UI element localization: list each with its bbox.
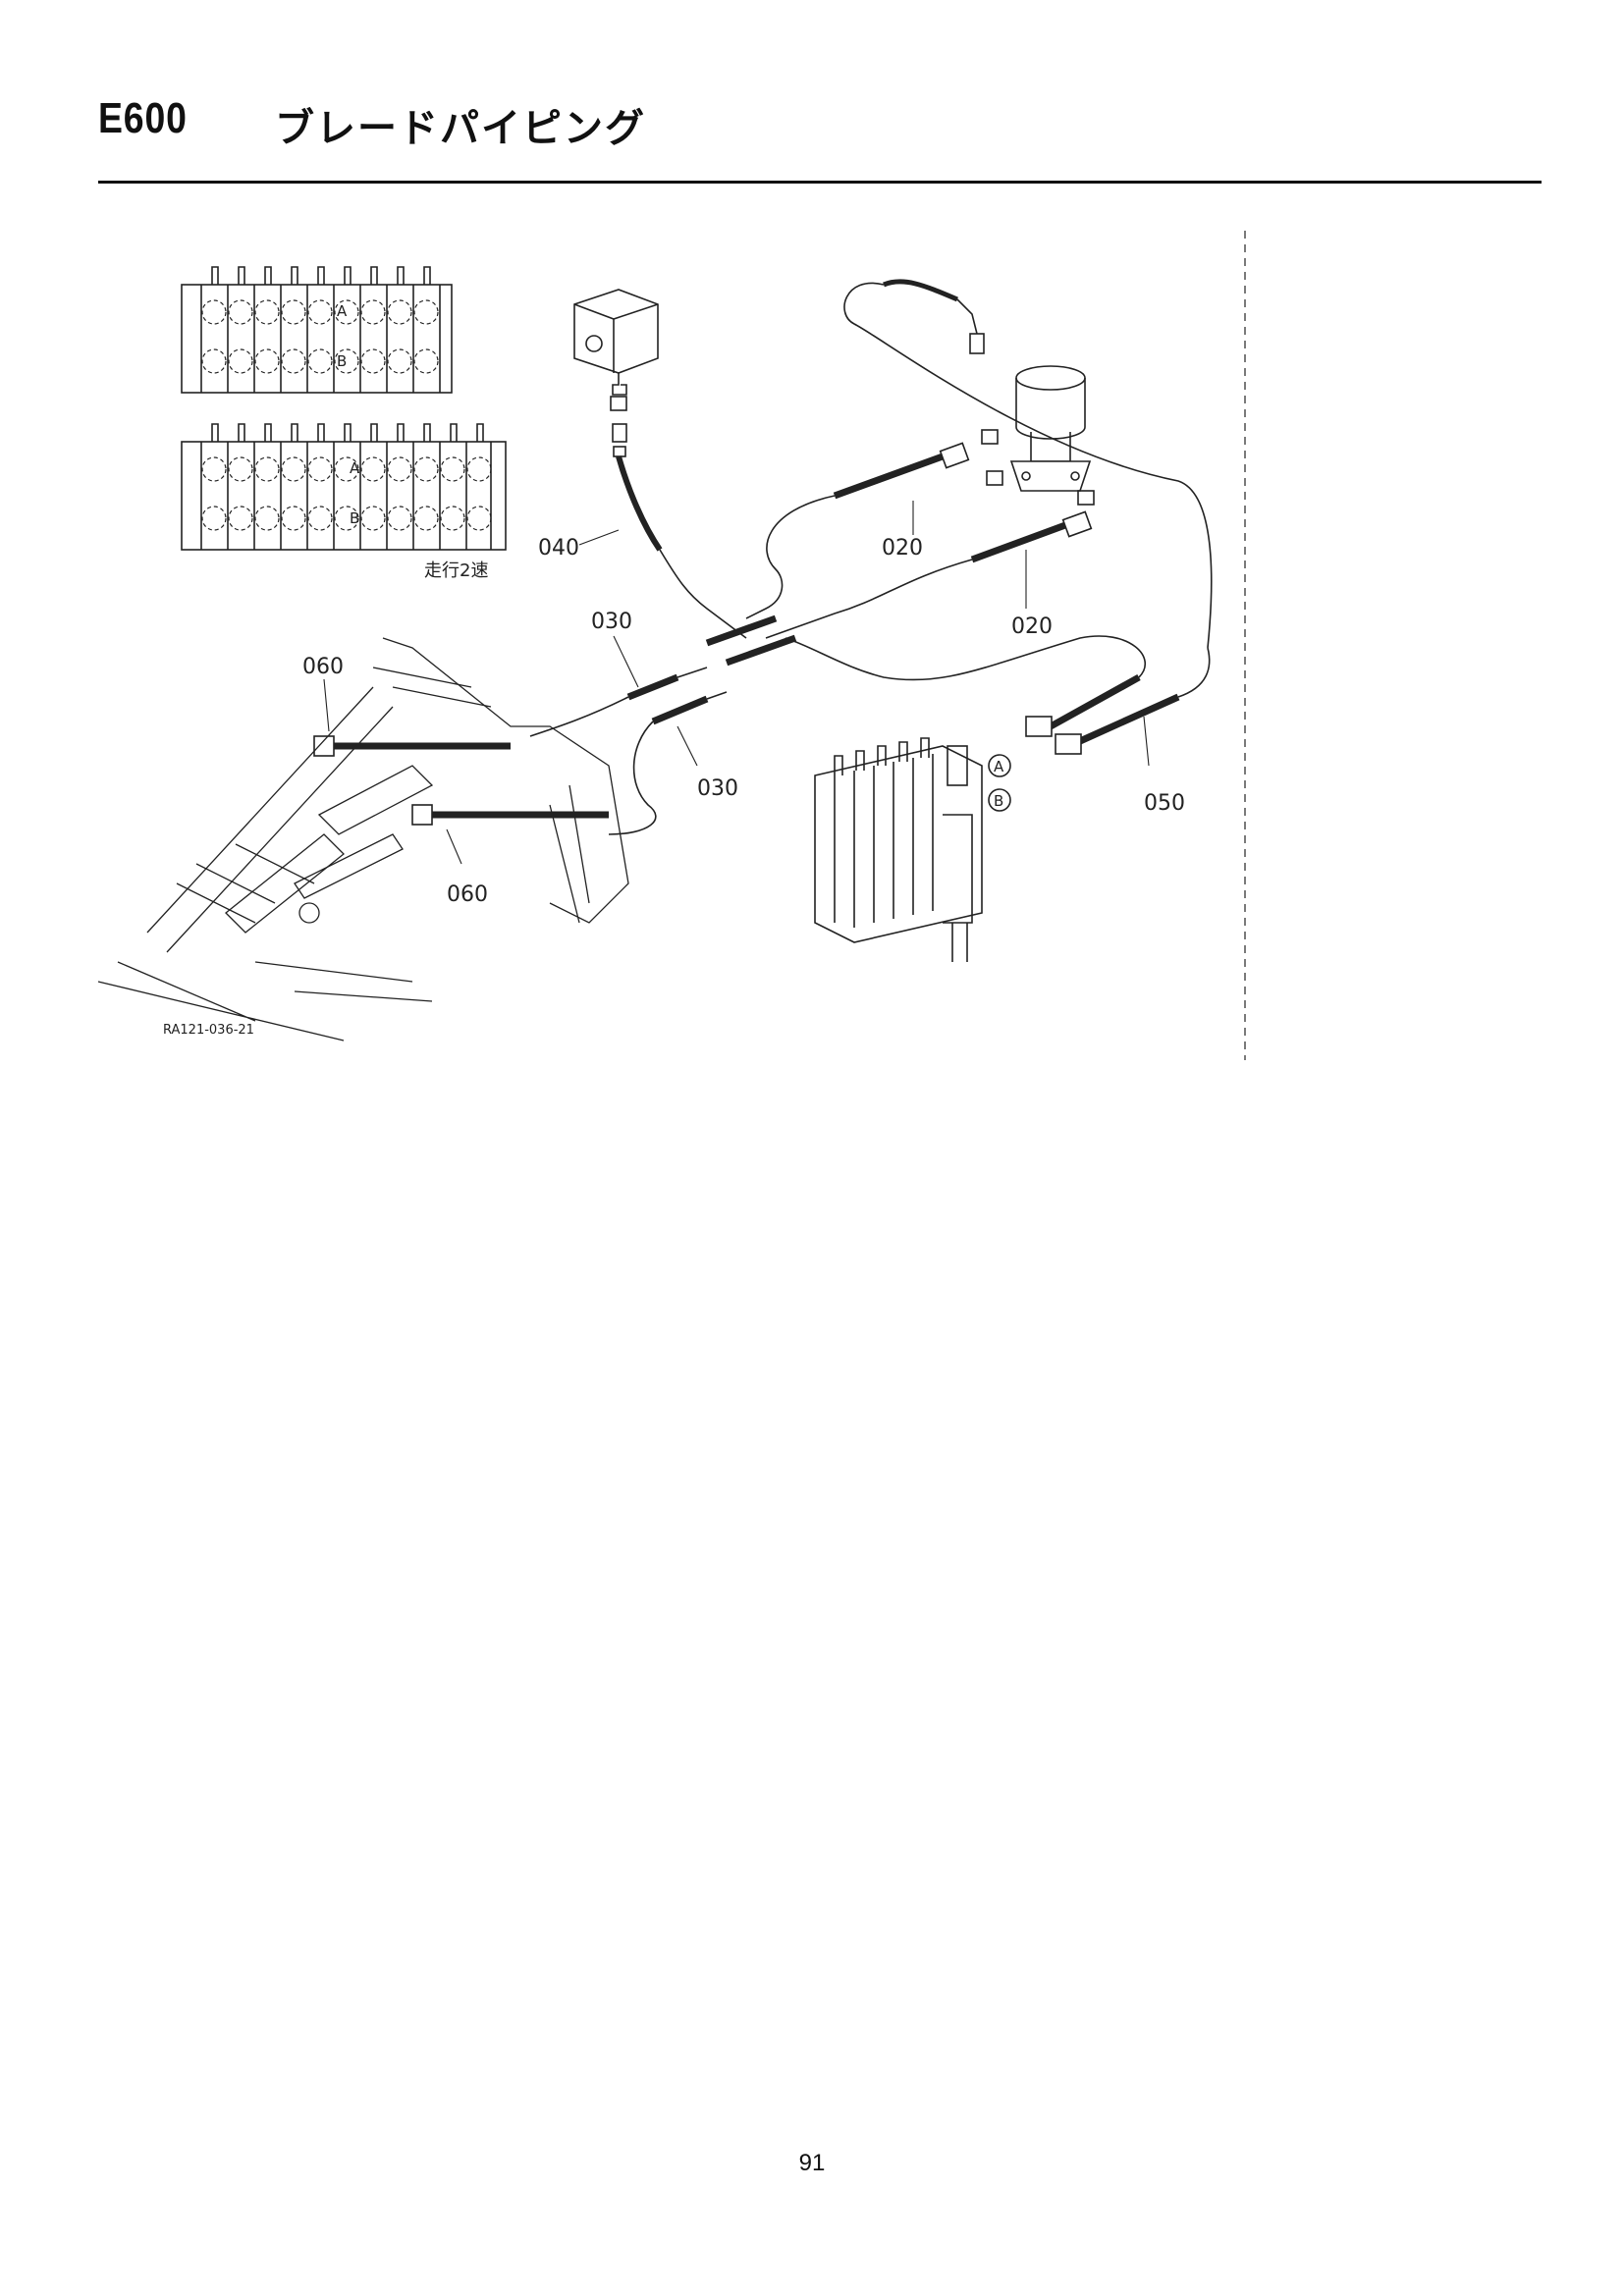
port-a-callout xyxy=(988,754,1011,777)
part-020-upper-label: 020 xyxy=(882,536,923,561)
part-060-lower-label: 060 xyxy=(447,882,488,907)
section-title: ブレードパイピング xyxy=(275,106,646,151)
hose-020-lower xyxy=(765,510,1093,639)
control-valve-inset-top xyxy=(181,266,453,394)
blade-cylinder-frame xyxy=(97,637,629,1041)
part-060-upper-label: 060 xyxy=(302,655,344,679)
leader-lines xyxy=(323,501,1150,865)
blade-piping-diagram: A B A B 走行2速 040 020 020 030 030 060 060… xyxy=(97,231,1246,1060)
port-b-label: B xyxy=(994,792,1003,810)
port-b-callout xyxy=(988,788,1011,812)
page-number: 91 xyxy=(798,2150,826,2176)
port-a-label: A xyxy=(994,758,1004,775)
travel-note: 走行2速 xyxy=(424,561,488,581)
header-rule xyxy=(98,181,1542,184)
hose-040 xyxy=(616,455,747,639)
section-code: E600 xyxy=(98,94,188,142)
part-030-upper-label: 030 xyxy=(591,610,632,634)
return-hose-loop xyxy=(843,279,1213,649)
valve-label-b-lower: B xyxy=(350,509,359,527)
connectors-060 xyxy=(313,735,609,826)
page-header: E600 ブレードパイピング xyxy=(98,94,1542,153)
part-020-lower-label: 020 xyxy=(1011,614,1053,639)
control-valve-stack xyxy=(814,737,983,962)
control-valve-inset-bottom xyxy=(181,423,507,551)
swivel-joint xyxy=(981,365,1095,506)
hose-020-upper xyxy=(745,442,970,619)
part-040-label: 040 xyxy=(538,536,579,561)
drawing-code: RA121-036-21 xyxy=(163,1023,254,1038)
valve-label-a-lower: A xyxy=(350,459,360,477)
valve-label-a: A xyxy=(337,302,348,320)
part-030-lower-label: 030 xyxy=(697,776,738,801)
connectors-030 xyxy=(529,614,797,835)
part-050-label: 050 xyxy=(1144,791,1185,816)
relief-block xyxy=(573,289,659,457)
valve-label-b: B xyxy=(337,352,347,370)
hose-050 xyxy=(785,635,1211,755)
